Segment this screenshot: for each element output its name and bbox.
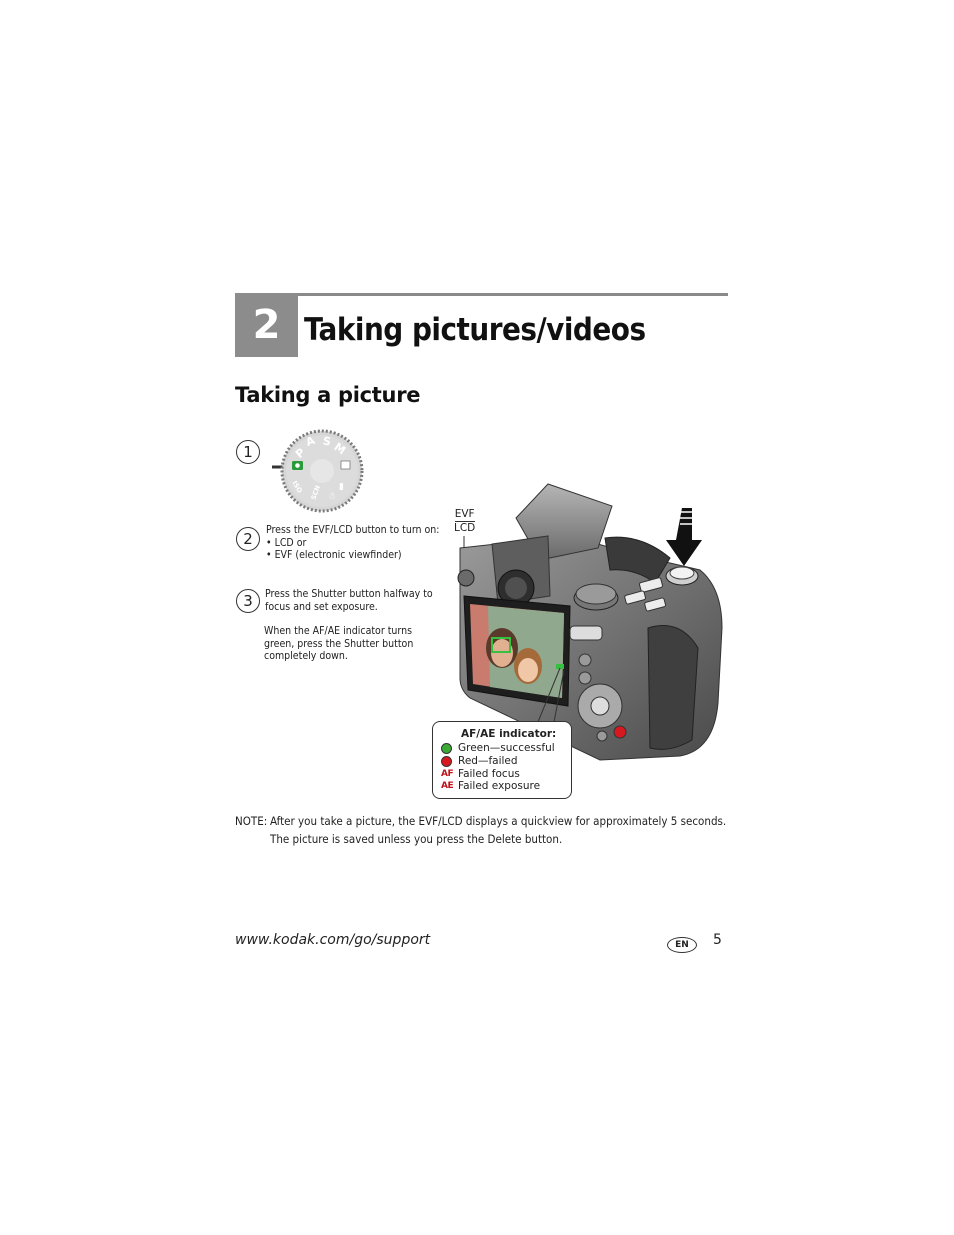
legend-label: Red—failed bbox=[458, 755, 518, 767]
dial-video-icon: ▮ bbox=[339, 482, 344, 492]
legend-row-failed-focus: AF Failed focus bbox=[441, 768, 520, 780]
step-2-line: • EVF (electronic viewfinder) bbox=[266, 549, 402, 561]
legend-label: Failed focus bbox=[458, 768, 520, 780]
green-dot-icon bbox=[441, 742, 452, 754]
step-3-number: 3 bbox=[236, 589, 260, 613]
step-3-line: focus and set exposure. bbox=[265, 600, 378, 613]
scene-icon bbox=[340, 460, 351, 470]
dial-mode-s: S bbox=[322, 434, 332, 448]
step-3-note: When the AF/AE indicator turns green, pr… bbox=[264, 625, 413, 663]
red-dot-icon bbox=[441, 755, 452, 767]
step-3-note-line: When the AF/AE indicator turns bbox=[264, 625, 413, 637]
step-2-line: Press the EVF/LCD button to turn on: bbox=[266, 524, 440, 536]
step-2-number: 2 bbox=[236, 527, 260, 551]
af-ae-indicator-legend: AF/AE indicator: Green—successful Red—fa… bbox=[432, 721, 572, 799]
support-url[interactable]: www.kodak.com/go/support bbox=[235, 932, 431, 948]
legend-title: AF/AE indicator: bbox=[461, 728, 557, 740]
note-line-2: The picture is saved unless you press th… bbox=[270, 832, 563, 846]
step-3-note-line: green, press the Shutter button bbox=[264, 637, 414, 650]
step-3-line: Press the Shutter button halfway to bbox=[265, 588, 433, 600]
af-icon: AF bbox=[441, 769, 454, 779]
page-number: 5 bbox=[713, 932, 722, 948]
chapter-number: 2 bbox=[235, 293, 298, 357]
note-line-1: After you take a picture, the EVF/LCD di… bbox=[270, 814, 727, 828]
legend-row-green: Green—successful bbox=[441, 742, 555, 754]
note-label: NOTE: bbox=[235, 814, 268, 828]
mode-dial-illustration: P A S M ISO SCN ☃ ▮ bbox=[272, 429, 364, 513]
step-2-text: Press the EVF/LCD button to turn on: • L… bbox=[266, 524, 439, 562]
language-badge: EN bbox=[667, 937, 697, 953]
ae-icon: AE bbox=[441, 781, 454, 791]
evf-label-bottom: LCD bbox=[454, 522, 476, 534]
legend-label: Failed exposure bbox=[458, 780, 541, 792]
dial-person-icon: ☃ bbox=[328, 490, 336, 502]
evf-lcd-label: EVF LCD bbox=[454, 508, 475, 535]
camera-illustration bbox=[457, 483, 723, 761]
evf-label-top: EVF bbox=[454, 508, 475, 520]
step-3-text: Press the Shutter button halfway to focu… bbox=[265, 588, 433, 613]
chapter-title: Taking pictures/videos bbox=[304, 312, 646, 348]
step-2-line: • LCD or bbox=[266, 536, 307, 549]
chapter-rule bbox=[235, 293, 728, 296]
legend-row-red: Red—failed bbox=[441, 755, 518, 767]
step-3-note-line: completely down. bbox=[264, 650, 348, 662]
section-title: Taking a picture bbox=[235, 383, 421, 407]
legend-label: Green—successful bbox=[458, 742, 555, 754]
legend-row-failed-exposure: AE Failed exposure bbox=[441, 780, 540, 792]
step-1-number: 1 bbox=[236, 440, 260, 464]
